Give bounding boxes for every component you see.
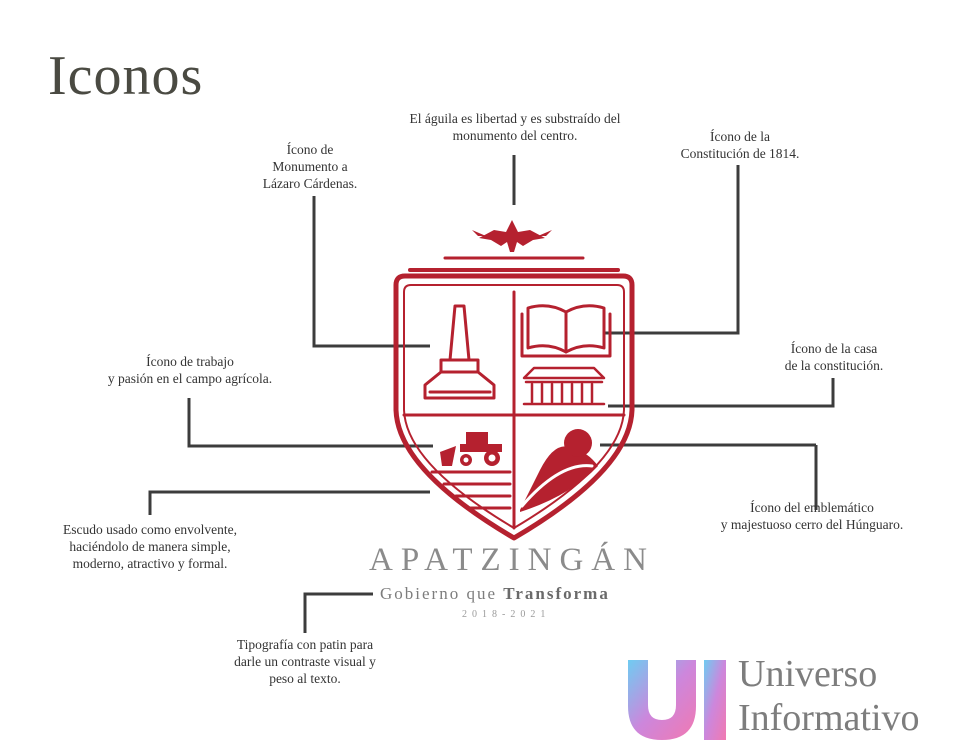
- annotation-hill: Ícono del emblemático y majestuoso cerro…: [720, 500, 904, 532]
- annotation-eagle: El águila es libertad y es substraído de…: [409, 111, 621, 143]
- hill-icon: [520, 429, 598, 512]
- house-icon: [522, 366, 606, 406]
- connector-work: [187, 398, 433, 448]
- brand-name: APATZINGÁN: [369, 542, 655, 578]
- shield-outline: [393, 273, 635, 541]
- annotation-monument: Ícono de Monumento a Lázaro Cárdenas.: [262, 142, 358, 191]
- annotation-shield: Escudo usado como envolvente, haciéndolo…: [63, 522, 237, 571]
- connector-lines: [148, 155, 835, 633]
- connector-hill: [600, 443, 818, 510]
- furrows-icon: [430, 470, 512, 510]
- page-title: Iconos: [48, 45, 204, 107]
- connector-monument: [312, 196, 430, 348]
- eagle-icon: [472, 220, 552, 252]
- connector-constitution: [605, 165, 740, 335]
- watermark-line1: Universo: [738, 653, 878, 695]
- annotation-house: Ícono de la casa de la constitución.: [784, 341, 884, 373]
- brand-years: 2018-2021: [462, 609, 551, 620]
- annotation-constitution: Ícono de la Constitución de 1814.: [680, 129, 800, 161]
- brand-motto: Gobierno que Transforma: [380, 584, 610, 603]
- connector-typography: [303, 592, 373, 633]
- annotation-typography: Tipografía con patin para darle un contr…: [234, 637, 376, 686]
- book-icon: [520, 304, 612, 358]
- connector-house: [608, 378, 835, 408]
- watermark-logo-icon: [628, 660, 726, 740]
- connector-shield: [148, 490, 430, 515]
- annotation-work: Ícono de trabajo y pasión en el campo ag…: [107, 354, 273, 386]
- watermark-line2: Informativo: [738, 697, 920, 739]
- monument-icon: [423, 304, 496, 400]
- shield-emblem: [393, 220, 635, 541]
